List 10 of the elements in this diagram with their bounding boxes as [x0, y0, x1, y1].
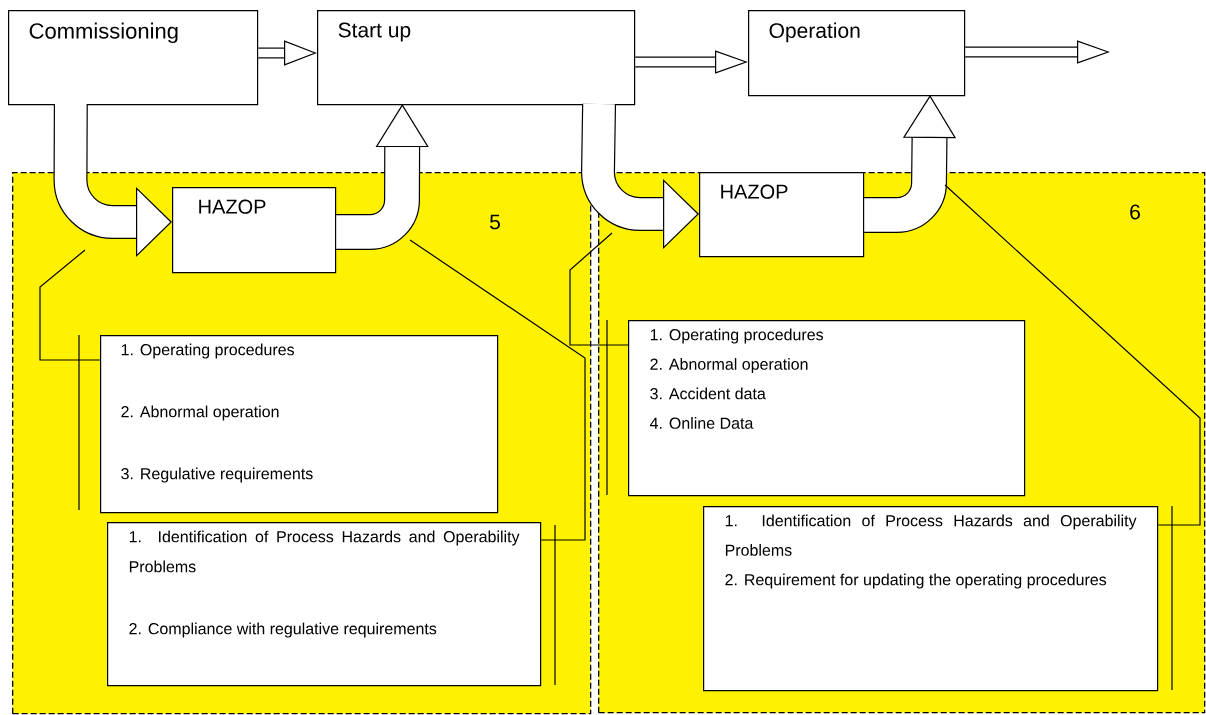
input-list-box: 1. Operating procedures 2. Abnormal operation 3. Accident data 4. Online Data	[628, 320, 1026, 497]
block-arrow	[336, 104, 429, 250]
leader-line	[944, 184, 1201, 526]
leader-line	[39, 249, 101, 361]
input-list-box: 1. Operating procedures 2. Abnormal operation 3. Regulative requirements	[100, 335, 499, 514]
output-list-box: 1. Identification of Process Hazards and Operability Problems 2. Requirement for updating the operating procedures	[703, 506, 1159, 692]
stage-box: Commissioning	[8, 10, 259, 106]
leader-line	[409, 239, 586, 541]
leader-line	[569, 232, 629, 346]
output-list-box: 1. Identification of Process Hazards and Operability Problems 2. Compliance with regulative requirements	[107, 522, 542, 687]
